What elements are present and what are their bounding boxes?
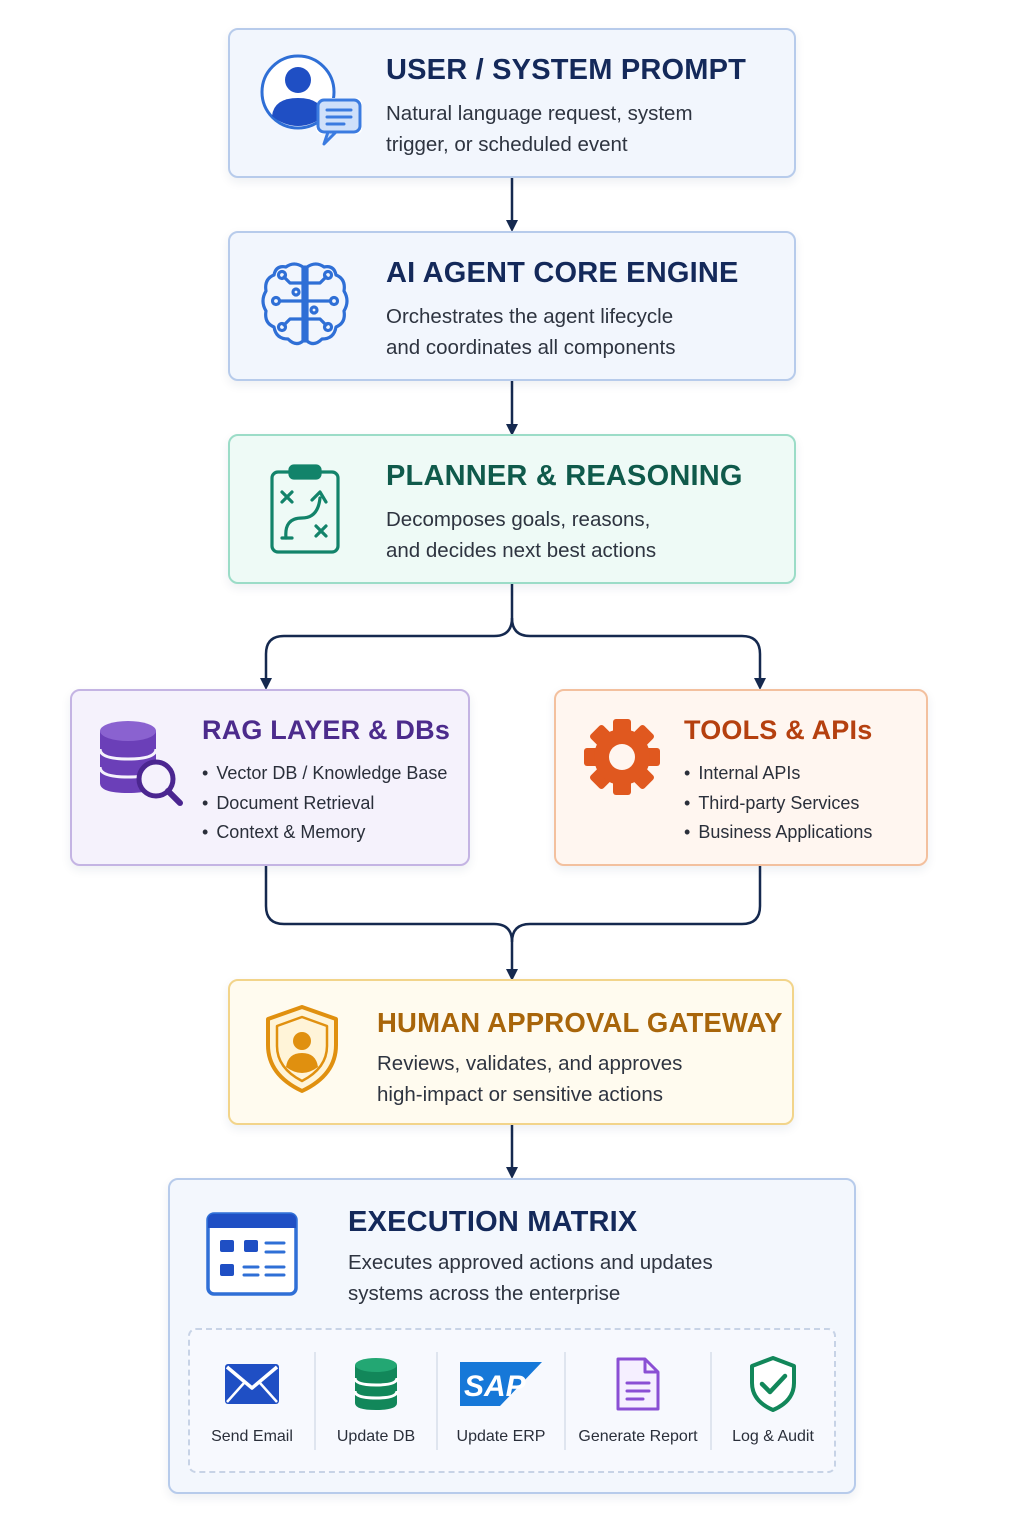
execution-matrix-title: EXECUTION MATRIX [348, 1206, 638, 1238]
rag-layer-bullets: Vector DB / Knowledge Base Document Retr… [202, 759, 447, 848]
arrow-planner-to-tools [510, 617, 766, 690]
prompt-stage-title: USER / SYSTEM PROMPT [386, 54, 747, 86]
approval-gateway-title: HUMAN APPROVAL GATEWAY [377, 1007, 783, 1038]
planner-stage-description: Decomposes goals, reasons, and decides n… [386, 508, 657, 562]
svg-text:SAP: SAP [464, 1370, 527, 1403]
action-send-email: Send Email [190, 1330, 314, 1471]
brain-circuit-icon [258, 259, 352, 349]
dashboard-grid-icon [206, 1212, 298, 1296]
action-generate-report: Generate Report [566, 1330, 710, 1471]
action-log-audit: Log & Audit [712, 1330, 834, 1471]
sap-logo-icon: SAP [460, 1354, 542, 1414]
tools-apis-card: TOOLS & APIs Internal APIs Third-party S… [554, 689, 928, 866]
arrow-planner-to-rag [260, 584, 514, 690]
execution-matrix-description: Executes approved actions and updates sy… [348, 1251, 713, 1305]
database-icon [352, 1354, 400, 1414]
prompt-stage-description: Natural language request, system trigger… [386, 102, 693, 156]
user-chat-icon [258, 54, 364, 148]
action-divider [436, 1352, 438, 1450]
list-item: Vector DB / Knowledge Base [202, 759, 447, 789]
execution-actions-tray: Send Email Update DB SAP Update ERP [188, 1328, 836, 1473]
list-item: Context & Memory [202, 818, 447, 848]
rag-layer-card: RAG LAYER & DBs Vector DB / Knowledge Ba… [70, 689, 470, 866]
action-label: Update ERP [456, 1428, 546, 1445]
arrow-tools-to-approval [510, 866, 762, 943]
action-label: Update DB [336, 1428, 416, 1445]
action-label: Log & Audit [732, 1428, 814, 1445]
action-divider [564, 1352, 566, 1450]
planner-stage-title: PLANNER & REASONING [386, 460, 743, 492]
envelope-icon [223, 1354, 281, 1414]
planner-stage-card: PLANNER & REASONING Decomposes goals, re… [228, 434, 796, 584]
approval-gateway-description: Reviews, validates, and approves high-im… [377, 1052, 683, 1106]
tools-apis-bullets: Internal APIs Third-party Services Busin… [684, 759, 872, 848]
action-divider [314, 1352, 316, 1450]
document-icon [615, 1354, 661, 1414]
strategy-clipboard-icon [268, 462, 344, 556]
list-item: Document Retrieval [202, 789, 447, 819]
gear-icon [582, 717, 662, 797]
core-engine-stage-description: Orchestrates the agent lifecycle and coo… [386, 305, 676, 359]
action-divider [710, 1352, 712, 1450]
shield-check-icon [748, 1354, 798, 1414]
list-item: Third-party Services [684, 789, 872, 819]
core-engine-stage-card: AI AGENT CORE ENGINE Orchestrates the ag… [228, 231, 796, 381]
rag-layer-title: RAG LAYER & DBs [202, 715, 451, 745]
list-item: Business Applications [684, 818, 872, 848]
prompt-stage-card: USER / SYSTEM PROMPT Natural language re… [228, 28, 796, 178]
database-search-icon [96, 717, 186, 809]
tools-apis-title: TOOLS & APIs [684, 715, 873, 745]
approval-gateway-card: HUMAN APPROVAL GATEWAY Reviews, validate… [228, 979, 794, 1125]
action-update-erp: SAP Update ERP [438, 1330, 564, 1471]
action-update-db: Update DB [316, 1330, 436, 1471]
shield-user-icon [262, 1003, 342, 1095]
core-engine-stage-title: AI AGENT CORE ENGINE [386, 257, 739, 289]
list-item: Internal APIs [684, 759, 872, 789]
arrow-rag-to-approval [264, 866, 518, 981]
action-label: Generate Report [578, 1428, 698, 1445]
action-label: Send Email [211, 1428, 293, 1445]
